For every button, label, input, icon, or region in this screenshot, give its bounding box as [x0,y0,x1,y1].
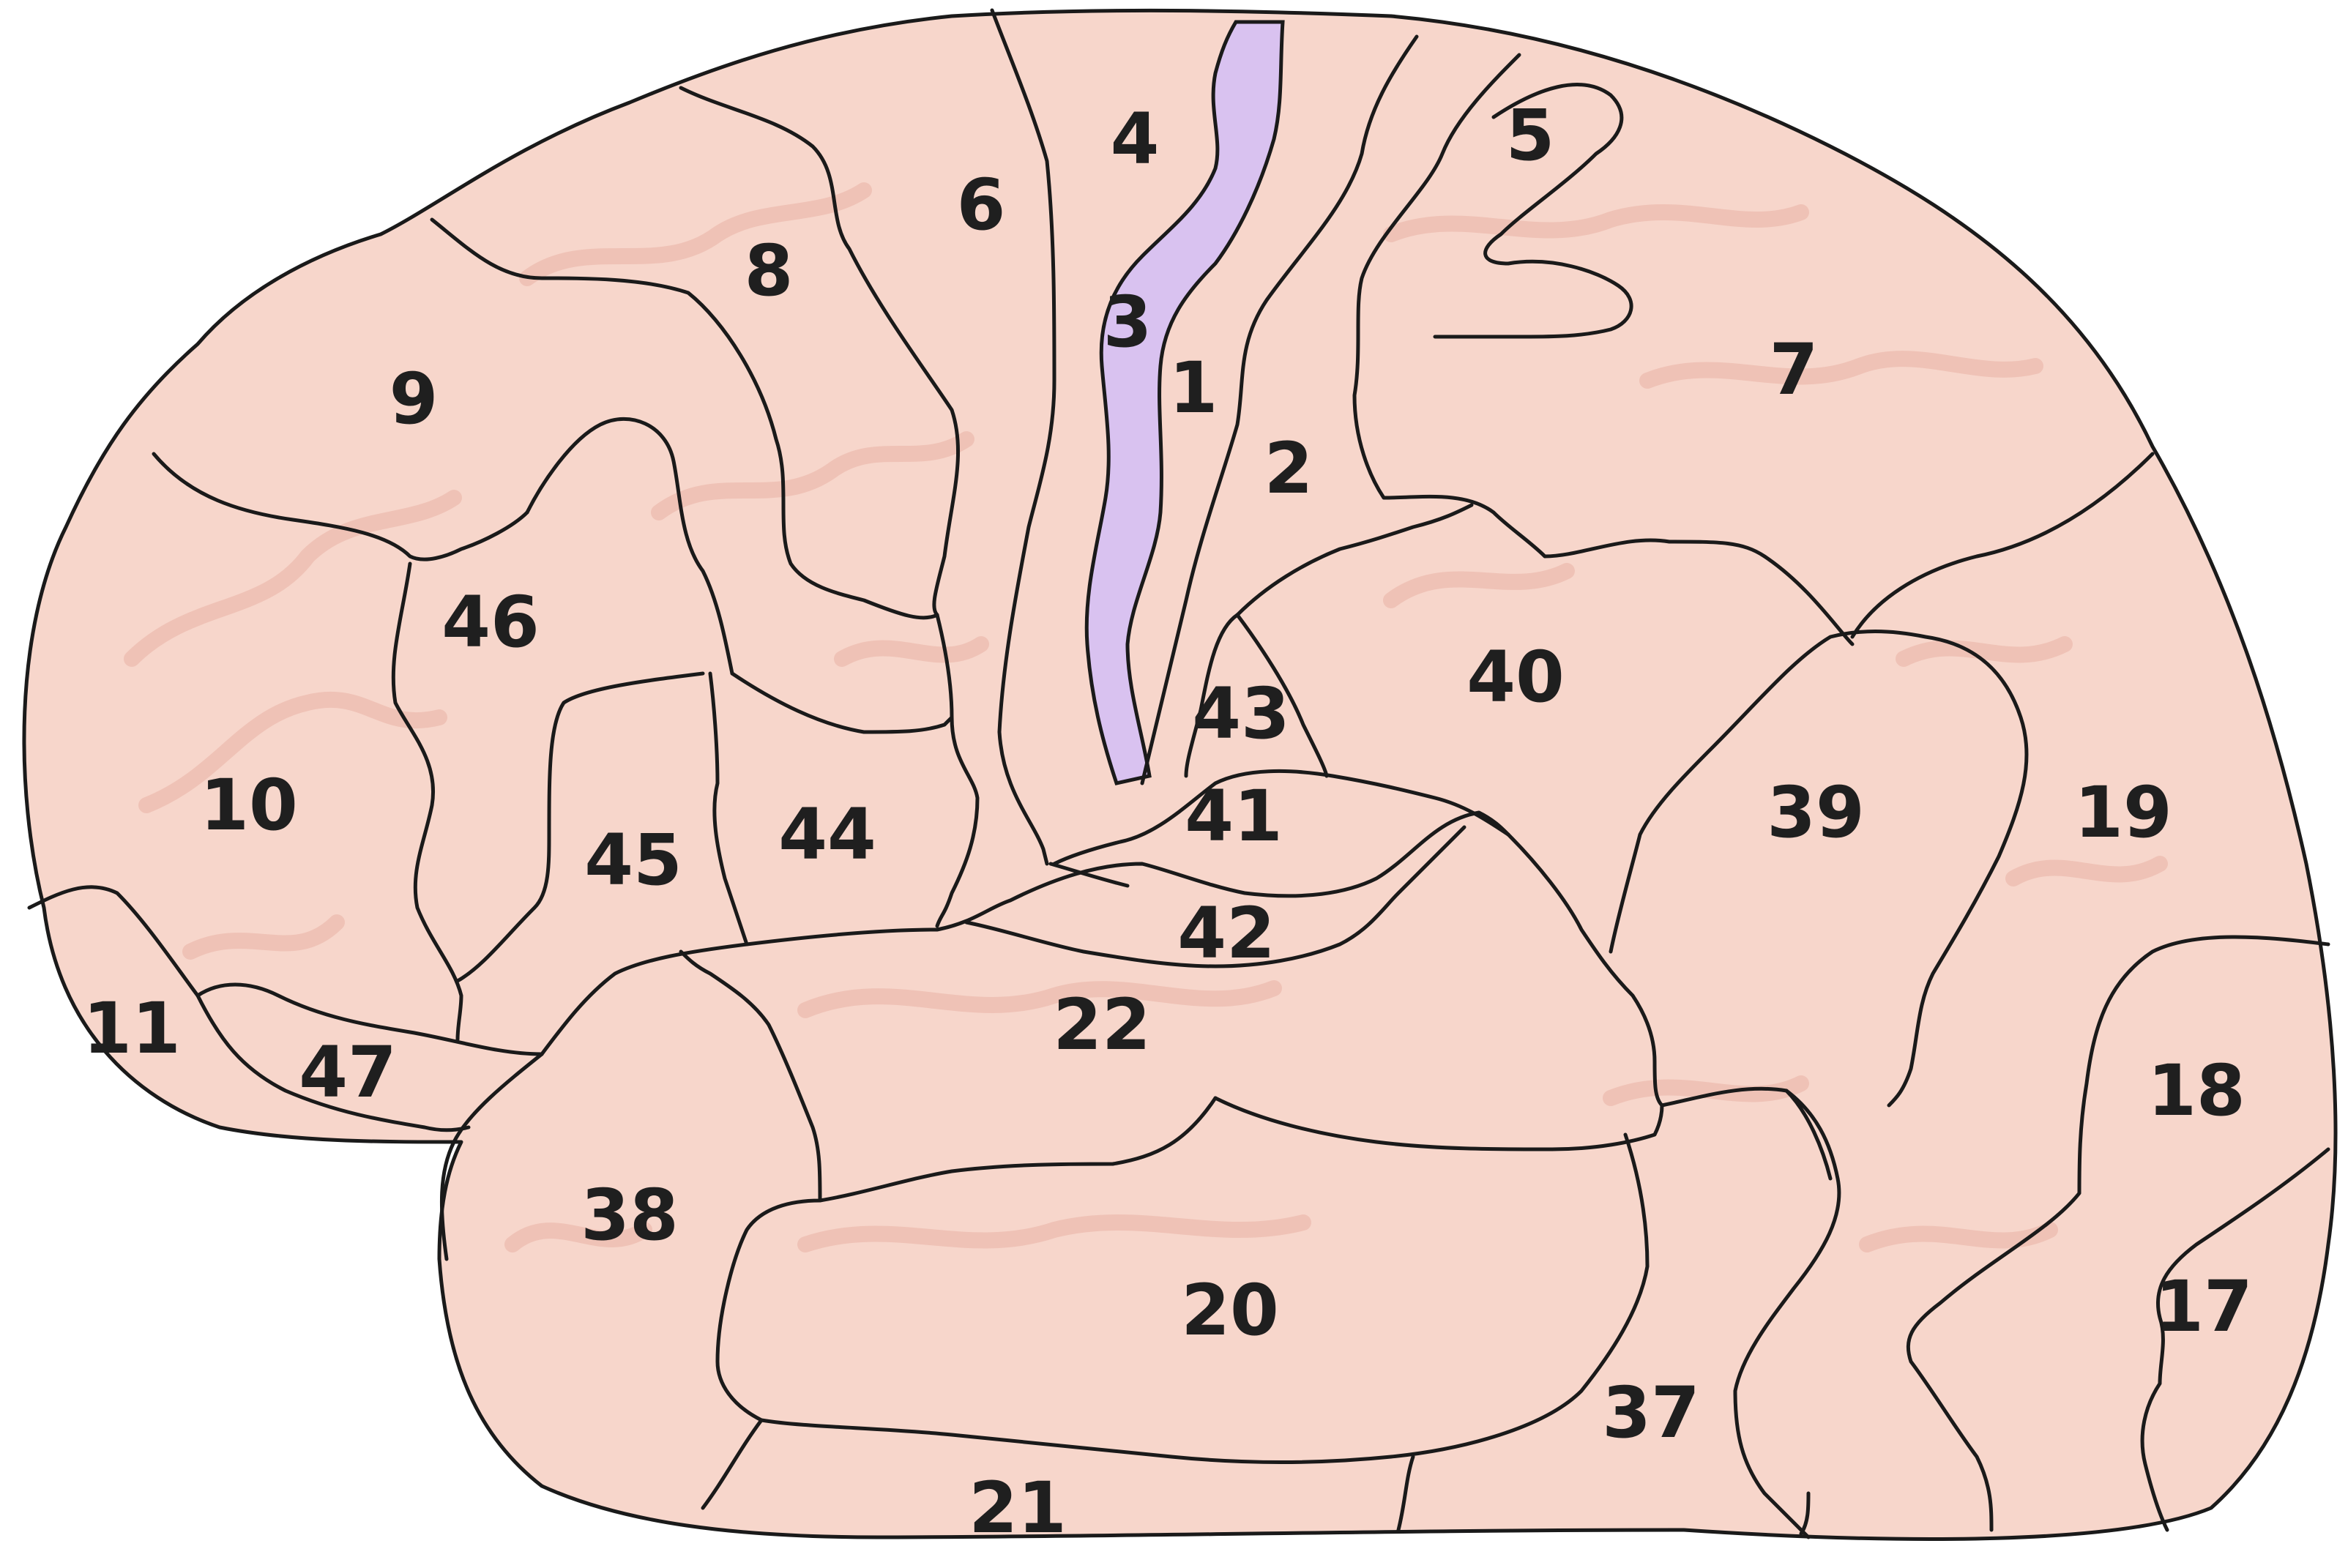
area-label-17: 17 [2155,1266,2253,1348]
area-3-highlight [1084,20,1285,785]
region-borders [27,8,2330,1539]
area-label-21: 21 [969,1467,1067,1549]
area-label-3: 3 [1103,281,1152,363]
brain-outline [22,8,2338,1541]
area-label-45: 45 [584,819,682,901]
area-label-4: 4 [1111,98,1160,180]
area-label-8: 8 [745,230,794,312]
area-label-5: 5 [1506,94,1555,176]
area-label-9: 9 [390,358,439,440]
area-label-22: 22 [1053,984,1151,1066]
area-label-47: 47 [299,1031,397,1113]
area-label-38: 38 [581,1174,679,1256]
area-label-18: 18 [2147,1050,2245,1132]
area-label-6: 6 [957,164,1006,246]
area-label-41: 41 [1185,775,1283,857]
area-label-1: 1 [1169,347,1218,429]
area-label-20: 20 [1181,1269,1279,1351]
area-labels: 1 2 3 4 5 6 7 8 9 10 11 17 18 19 20 21 2… [83,94,2253,1549]
area-label-44: 44 [778,794,876,876]
area-label-40: 40 [1466,636,1565,718]
area-label-37: 37 [1602,1372,1700,1454]
area-label-42: 42 [1177,892,1275,974]
area-label-19: 19 [2074,772,2172,854]
area-label-7: 7 [1770,329,1819,411]
area-label-11: 11 [83,988,181,1069]
area-label-10: 10 [200,764,298,846]
area-label-2: 2 [1264,428,1313,509]
area-label-46: 46 [441,581,540,663]
area-label-39: 39 [1767,772,1865,854]
area-label-43: 43 [1192,673,1290,755]
